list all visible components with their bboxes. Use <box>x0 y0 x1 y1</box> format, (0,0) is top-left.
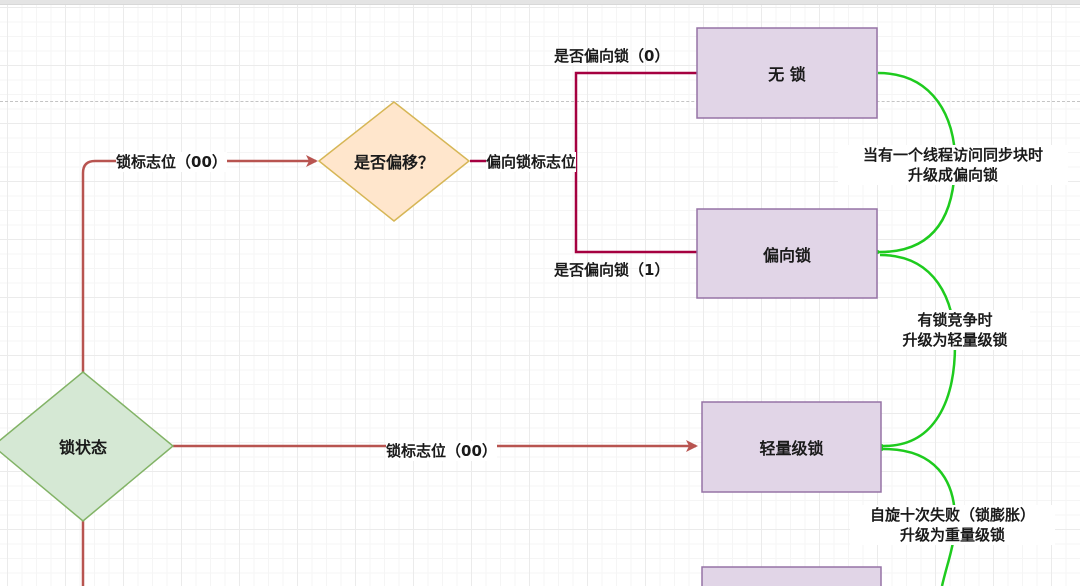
edge-label-lock-flag-top: 锁标志位（00） <box>116 152 227 172</box>
state-no-lock[interactable] <box>696 27 878 119</box>
edge-label-upgrade-to-heavyweight: 自旋十次失败（锁膨胀） 升级为重量级锁 <box>850 505 1055 545</box>
decision-is-biased[interactable] <box>317 101 471 222</box>
edge-label-upgrade-to-heavyweight-line1: 自旋十次失败（锁膨胀） <box>869 506 1035 524</box>
edge-label-lock-flag-mid: 锁标志位（00） <box>386 441 497 461</box>
decision-lock-state[interactable] <box>0 371 175 522</box>
window-top-edge <box>0 0 1080 5</box>
edge-label-is-biased-0: 是否偏向锁（0） <box>554 47 670 65</box>
edge-lock-state-to-is-biased[interactable] <box>81 155 318 372</box>
edge-label-upgrade-to-biased: 当有一个线程访问同步块时 升级成偏向锁 <box>838 145 1068 185</box>
edge-label-upgrade-to-lightweight-line2: 升级为轻量级锁 <box>902 331 1008 349</box>
edge-label-upgrade-to-lightweight: 有锁竞争时 升级为轻量级锁 <box>880 310 1030 350</box>
edge-label-biased-flag: 偏向锁标志位 <box>486 152 577 172</box>
page-break-line <box>0 101 1080 102</box>
edge-branch-to-biased-lock[interactable] <box>574 161 697 254</box>
edge-label-upgrade-to-lightweight-line1: 有锁竞争时 <box>917 311 993 329</box>
state-biased-lock-label: 偏向锁 <box>762 246 811 265</box>
edge-biased-to-lightweight[interactable] <box>871 253 957 454</box>
edge-branch-to-no-lock[interactable] <box>574 71 697 161</box>
state-no-lock-label: 无 锁 <box>768 65 806 84</box>
edge-label-upgrade-to-heavyweight-line2: 升级为重量级锁 <box>899 526 1005 544</box>
decision-is-biased-label: 是否偏移？ <box>353 153 434 172</box>
edge-label-is-biased-1: 是否偏向锁（1） <box>554 261 670 279</box>
decision-lock-state-label: 锁状态 <box>58 438 107 457</box>
state-lightweight-lock[interactable] <box>701 401 882 493</box>
edge-label-upgrade-to-biased-line1: 当有一个线程访问同步块时 <box>862 146 1043 164</box>
state-biased-lock[interactable] <box>696 208 878 299</box>
edge-label-upgrade-to-biased-line2: 升级成偏向锁 <box>907 166 998 184</box>
state-heavyweight-lock[interactable] <box>701 566 882 586</box>
state-lightweight-lock-label: 轻量级锁 <box>759 439 824 458</box>
